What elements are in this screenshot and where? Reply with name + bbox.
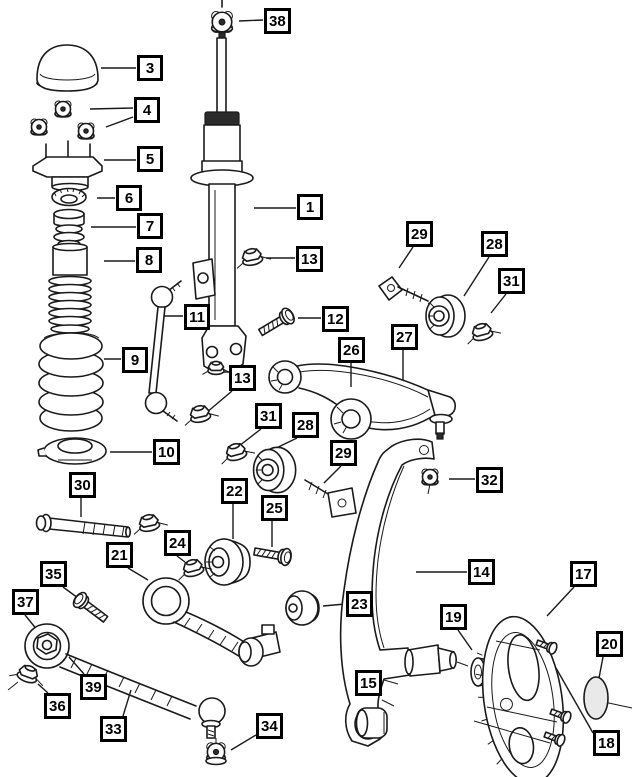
- callout-strut-mount[interactable]: 5: [137, 146, 163, 172]
- callout-shield-plug[interactable]: 20: [596, 631, 623, 657]
- part-tension-strut-bushing: [25, 624, 69, 668]
- leader-line-ball-joint-nut: [231, 735, 256, 750]
- callout-lower-arm-bushing[interactable]: 22: [221, 478, 248, 504]
- part-knuckle-bushing: [286, 591, 319, 625]
- callout-ball-joint-nut[interactable]: 34: [256, 713, 283, 739]
- part-spring-isolator: [38, 438, 106, 464]
- callout-tension-strut-nut[interactable]: 36: [44, 693, 71, 719]
- callout-upper-arm-bolt-front[interactable]: 29: [330, 440, 357, 466]
- callout-strut-bracket-bolt[interactable]: 12: [322, 306, 349, 332]
- leader-line-upper-arm-bolt-front: [324, 466, 341, 483]
- callout-coil-spring[interactable]: 9: [122, 347, 148, 373]
- leader-line-tension-strut-bolt: [63, 587, 78, 598]
- part-hub-spindle: [405, 645, 456, 676]
- part-tension-strut: [60, 654, 225, 738]
- leader-lines: [25, 20, 603, 750]
- callout-bushing-bolt[interactable]: 25: [261, 495, 288, 521]
- callout-strut[interactable]: 1: [297, 194, 323, 220]
- part-upper-arm-bolt-rear: [379, 277, 436, 307]
- part-upper-arm-bolt-front: [305, 480, 356, 517]
- callout-jounce-bumper[interactable]: 7: [137, 213, 163, 239]
- callout-upper-arm-bolt-rear[interactable]: 29: [406, 221, 433, 247]
- part-jounce-bumper: [54, 210, 84, 248]
- callout-lower-arm-bolt[interactable]: 30: [69, 472, 96, 498]
- callout-upper-control-arm[interactable]: 27: [391, 324, 418, 350]
- callout-strut-dust-cap[interactable]: 3: [137, 55, 163, 81]
- leader-line-tension-strut-nut: [38, 684, 48, 693]
- leader-line-upper-arm-nut-rear: [491, 294, 506, 313]
- part-stabilizer-link: [146, 281, 182, 421]
- callout-upper-control-arm-alt[interactable]: 26: [338, 337, 365, 363]
- callout-strut-nut-lower[interactable]: 13: [229, 365, 256, 391]
- callout-spring-seat-bearing[interactable]: 6: [116, 185, 142, 211]
- part-strut: [191, 0, 253, 376]
- callout-mount-push-nuts[interactable]: 4: [134, 97, 160, 123]
- leader-line-upper-arm-bushing-rear: [464, 257, 489, 296]
- part-shield-plug: [584, 677, 608, 719]
- callout-upper-arm-nut-front[interactable]: 31: [255, 403, 282, 429]
- leader-line-hub-nut: [458, 630, 472, 650]
- callout-upper-arm-nut-rear[interactable]: 31: [498, 268, 525, 294]
- leader-line-splash-shield: [547, 587, 574, 616]
- callout-dust-boot[interactable]: 8: [136, 247, 162, 273]
- callout-knuckle-lower-bushing[interactable]: 15: [355, 670, 382, 696]
- callout-steering-knuckle[interactable]: 14: [468, 559, 495, 585]
- leader-line-bushing-nut: [177, 556, 185, 562]
- leader-line-shield-bolts: [556, 668, 593, 733]
- callout-stabilizer-link[interactable]: 11: [184, 304, 210, 330]
- callout-bushing-nut[interactable]: 24: [164, 530, 191, 556]
- part-lower-arm-bolt: [37, 510, 170, 537]
- callout-lower-control-arm-rear[interactable]: 21: [106, 542, 133, 568]
- part-tension-strut-nut: [8, 659, 49, 690]
- part-lower-arm-bushing: [205, 539, 250, 585]
- part-upper-control-arm: [269, 361, 455, 439]
- leader-line-shield-plug: [599, 657, 603, 678]
- leader-line-upper-arm-nut-front: [239, 429, 261, 446]
- part-dust-boot: [49, 244, 91, 334]
- callout-tension-strut[interactable]: 33: [100, 716, 127, 742]
- leader-line-strut-nut-lower: [206, 391, 232, 413]
- leader-line-mount-push-nuts: [106, 117, 133, 127]
- part-knuckle-nut: [421, 468, 439, 494]
- callout-hub-nut[interactable]: 19: [440, 604, 467, 630]
- callout-upper-arm-bushing-front[interactable]: 28: [292, 412, 319, 438]
- callout-shield-bolts[interactable]: 18: [593, 730, 620, 756]
- part-lower-control-arm-rear: [143, 578, 280, 666]
- callout-knuckle-bushing[interactable]: 23: [346, 591, 373, 617]
- leader-line-upper-arm-bolt-rear: [399, 247, 413, 268]
- callout-tension-strut-bushing[interactable]: 37: [12, 589, 39, 615]
- callout-upper-arm-bushing-rear[interactable]: 28: [481, 231, 508, 257]
- leader-line-knuckle-bushing: [323, 604, 345, 606]
- part-knuckle-lower-bushing: [357, 708, 388, 738]
- part-coil-spring: [39, 333, 103, 431]
- callout-splash-shield[interactable]: 17: [570, 561, 597, 587]
- part-splash-shield: [468, 611, 632, 777]
- callout-strut-nut-upper[interactable]: 13: [296, 246, 323, 272]
- leader-line-tension-strut-arm: [69, 657, 84, 674]
- callout-strut-rod-nut[interactable]: 38: [264, 8, 291, 34]
- leader-line-strut-rod-nut: [239, 20, 263, 21]
- leader-line-mount-push-nuts: [90, 108, 133, 109]
- callout-tension-strut-bolt[interactable]: 35: [40, 561, 67, 587]
- part-strut-dust-cap: [37, 45, 98, 91]
- callout-knuckle-nut[interactable]: 32: [476, 467, 503, 493]
- part-spring-seat-bearing: [52, 188, 86, 206]
- part-ball-joint-nut: [206, 738, 226, 765]
- callout-tension-strut-arm[interactable]: 39: [80, 674, 107, 700]
- callout-spring-isolator[interactable]: 10: [153, 439, 180, 465]
- leader-line-lower-control-arm-rear: [128, 568, 148, 580]
